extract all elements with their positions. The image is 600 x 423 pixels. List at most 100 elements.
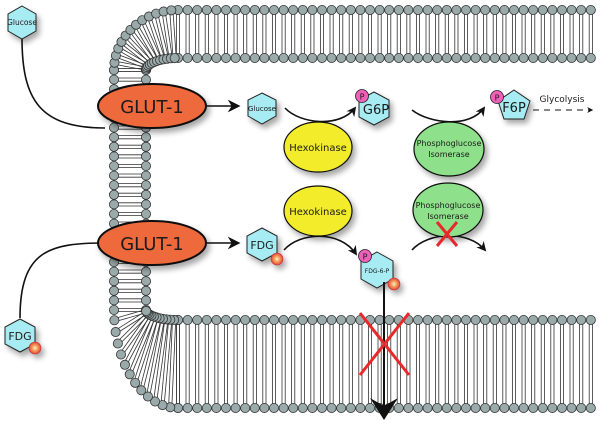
lipid-head [489,53,500,64]
lipid-head [432,402,443,413]
lipid-head [384,314,395,325]
lipid-head [211,402,222,413]
lipid-head [412,402,423,413]
lipid-head [470,314,481,325]
lipid-head [201,314,212,325]
lipid-head [136,385,147,396]
lipid-head [326,402,337,413]
lipid-head [288,314,299,325]
lipid-head [201,402,212,413]
glucose-inside-label: Glucose [248,105,276,113]
phosphate-f6p-label: P [495,94,500,103]
isomerase-top-label-1: Phosphoglucose [417,139,482,148]
lipid-head [460,5,471,15]
glucose-to-glut1-path [21,37,106,129]
lipid-head [140,285,151,296]
lipid-head [297,402,308,413]
lipid-head [220,314,231,325]
lipid-head [288,5,299,15]
lipid-head [364,53,375,64]
lipid-head [576,314,587,325]
lipid-head [345,5,356,15]
lipid-head [412,5,423,15]
lipid-head [142,391,153,402]
lipid-head [268,314,279,325]
lipid-head [230,314,241,325]
fdg-to-glut1-path [19,242,106,319]
lipid-head [326,5,337,15]
lipid-head [508,402,519,413]
phosphoglucose-isomerase-bottom: Phosphoglucose Isomerase [412,182,484,238]
efflux-arrowhead-icon [370,398,398,420]
lipid-head [451,5,462,15]
lipid-head [201,5,212,15]
lipid-head [230,53,241,64]
lipid-head [140,180,151,191]
lipid-head [422,402,433,413]
lipid-head [278,402,289,413]
fdg-inside-label: FDG [250,239,273,252]
lipid-head [220,402,231,413]
lipid-head [576,402,587,413]
lipid-head [499,402,510,413]
lipid-head [547,314,558,325]
efflux-block-x-icon [358,312,411,376]
lipid-head [585,53,596,64]
lipid-head [364,5,375,15]
lipid-head [268,5,279,15]
lipid-head [268,402,279,413]
lipid-head [557,402,568,413]
lipid-head [480,314,491,325]
lipid-head [112,338,123,349]
lipid-head [585,314,596,325]
lipid-head [470,5,481,15]
hexokinase-enzyme-top: Hexokinase [283,121,353,173]
lipid-head [537,5,548,15]
lipid-head [307,314,318,325]
lipid-head [441,314,452,325]
lipid-head [109,304,120,315]
lipid-head [508,314,519,325]
phosphate-fdg6p: P [358,249,372,263]
lipid-head [470,402,481,413]
isomerase-bottom-label-2: Isomerase [427,212,468,221]
lipid-head [182,53,193,64]
lipid-head [441,53,452,64]
lipid-head [278,314,289,325]
lipid-head [268,53,279,64]
lipid-head [460,314,471,325]
lipid-head [240,402,251,413]
lipid-head [518,402,529,413]
phosphate-f6p: P [490,90,504,104]
lipid-head [140,199,151,210]
lipid-head [364,402,375,413]
lipid-head [480,5,491,15]
fdg6p-label: FDG-6-P [365,268,390,275]
lipid-head [140,141,151,152]
lipid-head [240,314,251,325]
lipid-head [518,314,529,325]
lipid-head [140,132,151,143]
lipid-head [109,170,120,181]
lipid-head [307,402,318,413]
lipid-head [412,314,423,325]
lipid-head [432,314,443,325]
lipid-head [508,5,519,15]
lipid-head [316,314,327,325]
lipid-head [140,266,151,277]
lipid-head [140,189,151,200]
glucose-outside-label: Glucose [7,18,37,27]
lipid-head [109,160,120,171]
lipid-head [249,402,260,413]
lipid-head [528,314,539,325]
lipid-head [566,53,577,64]
lipid-head [566,314,577,325]
fdg-outside-label: FDG [8,330,31,343]
hexokinase-top-label: Hexokinase [289,143,347,154]
lipid-head [278,53,289,64]
fdg-outside: FDG [4,318,42,355]
lipid-head [460,53,471,64]
lipid-head [489,402,500,413]
lipid-head [566,402,577,413]
lipid-head [115,349,126,360]
